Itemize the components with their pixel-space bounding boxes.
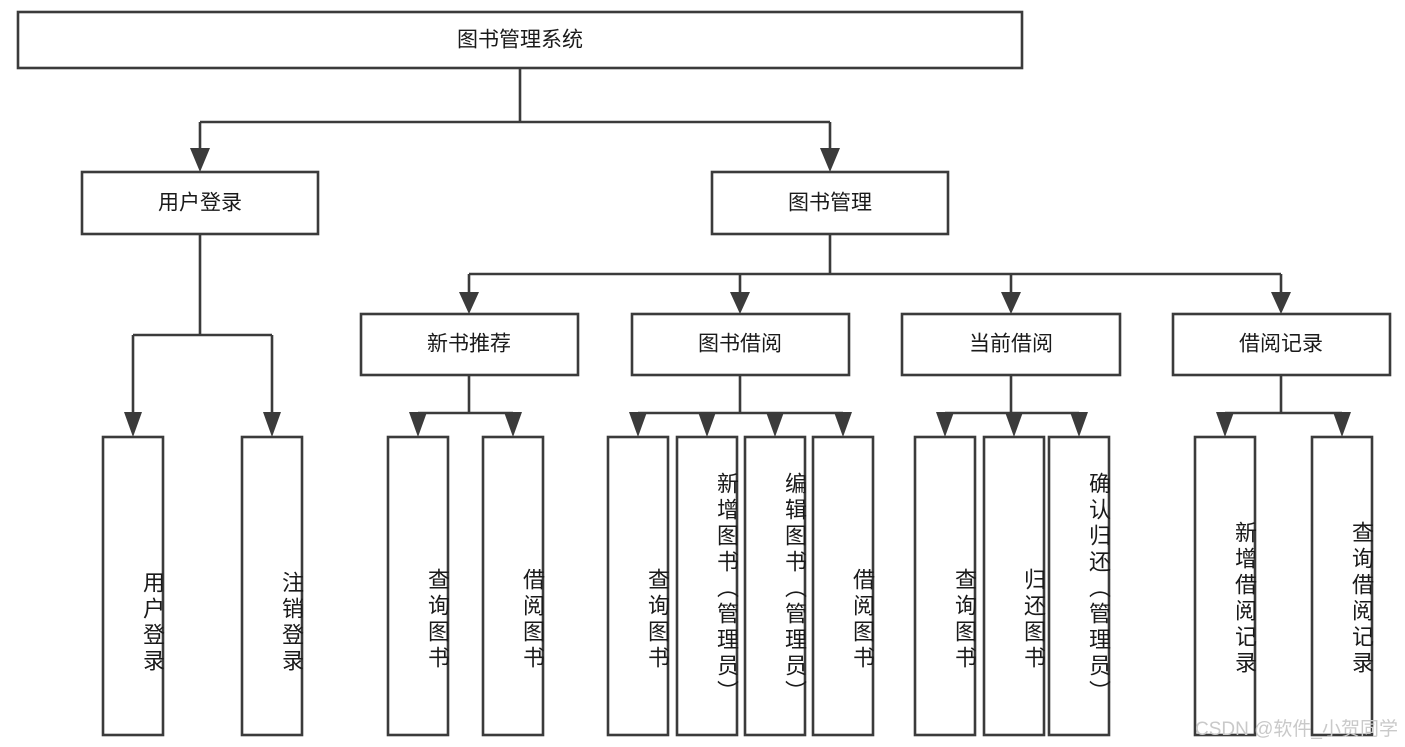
arrow-head-leaf-query-book-2 [629, 412, 647, 437]
node-new-book-rec-label: 新书推荐 [427, 333, 511, 356]
arrow-head-leaf-return-book [1005, 412, 1023, 437]
node-leaf-logout-box[interactable] [240, 435, 304, 737]
node-leaf-edit-book-box[interactable] [743, 435, 807, 737]
arrow-head-new-book-rec [459, 292, 479, 314]
node-leaf-query-book-3-box[interactable] [913, 435, 977, 737]
arrow-head-leaf-edit-book [766, 412, 784, 437]
node-book-manage-label: 图书管理 [788, 192, 872, 215]
node-leaf-query-record-label: 查询借阅记录 [1349, 520, 1374, 677]
node-book-borrow[interactable]: 图书借阅 [630, 312, 851, 377]
node-book-borrow-box[interactable] [630, 312, 851, 377]
connector-group-new-book-rec [409, 375, 522, 437]
node-leaf-borrow-book-2-box[interactable] [811, 435, 875, 737]
arrow-head-leaf-user-login [124, 412, 142, 437]
node-leaf-borrow-book-1-box[interactable] [481, 435, 545, 737]
arrow-head-leaf-add-record [1216, 412, 1234, 437]
csdn-watermark: CSDN @软件_小贺同学 [1195, 719, 1398, 740]
node-leaf-query-book-3-label: 查询图书 [952, 568, 977, 672]
arrow-head-leaf-borrow-book-2 [834, 412, 852, 437]
node-leaf-query-book-1-label: 查询图书 [425, 568, 450, 672]
node-leaf-query-record-box[interactable] [1310, 435, 1374, 737]
connector-group-book-borrow [629, 375, 852, 437]
node-leaf-confirm-return-box[interactable] [1047, 435, 1111, 737]
connector-group-current-borrow [936, 375, 1088, 437]
node-book-manage[interactable]: 图书管理 [710, 170, 950, 236]
node-leaf-borrow-book-2-label: 借阅图书 [850, 568, 875, 672]
node-leaf-add-record-box[interactable] [1193, 435, 1257, 737]
node-borrow-record[interactable]: 借阅记录 [1171, 312, 1392, 377]
node-book-manage-box[interactable] [710, 170, 950, 236]
arrow-head-leaf-query-book-3 [936, 412, 954, 437]
node-new-book-rec-box[interactable] [359, 312, 580, 377]
arrow-head-leaf-query-record [1333, 412, 1351, 437]
connector-group-user-login [124, 234, 281, 437]
node-leaf-logout-label: 注销登录 [279, 570, 304, 675]
connector-group-book-manage [459, 234, 1291, 314]
node-new-book-rec[interactable]: 新书推荐 [359, 312, 580, 377]
arrow-head-book-borrow [730, 292, 750, 314]
connector-group-root [190, 68, 840, 172]
node-user-login[interactable]: 用户登录 [80, 170, 320, 236]
node-leaf-return-book-label: 归还图书 [1021, 568, 1046, 672]
arrow-head-current-borrow [1001, 292, 1021, 314]
node-leaf-query-book-1-box[interactable] [386, 435, 450, 737]
arrow-head-leaf-query-book-1 [409, 412, 427, 437]
node-current-borrow[interactable]: 当前借阅 [900, 312, 1122, 377]
node-leaf-return-book-box[interactable] [982, 435, 1046, 737]
node-user-login-label: 用户登录 [158, 192, 242, 215]
node-borrow-record-box[interactable] [1171, 312, 1392, 377]
node-borrow-record-label: 借阅记录 [1239, 333, 1323, 356]
arrow-head-user-login [190, 148, 210, 172]
node-leaf-confirm-return-label: 确认归还（管理员） [1086, 472, 1111, 706]
arrow-head-leaf-logout [263, 412, 281, 437]
arrow-head-leaf-confirm-return [1070, 412, 1088, 437]
node-leaf-add-book-label: 新增图书（管理员） [714, 472, 739, 706]
node-leaf-borrow-book-1-label: 借阅图书 [520, 568, 545, 672]
node-leaf-user-login-box[interactable] [101, 435, 165, 737]
node-user-login-box[interactable] [80, 170, 320, 236]
arrow-head-leaf-add-book [698, 412, 716, 437]
node-leaf-query-book-2-label: 查询图书 [645, 568, 670, 672]
node-root-label: 图书管理系统 [457, 29, 583, 52]
node-book-borrow-label: 图书借阅 [698, 333, 782, 356]
arrow-head-borrow-record [1271, 292, 1291, 314]
node-leaf-user-login-label: 用户登录 [140, 570, 165, 675]
leaf-boxes [101, 435, 1374, 737]
node-leaf-edit-book-label: 编辑图书（管理员） [782, 472, 807, 706]
node-root[interactable]: 图书管理系统 [16, 10, 1024, 70]
node-current-borrow-label: 当前借阅 [969, 333, 1053, 356]
node-root-box[interactable] [16, 10, 1024, 70]
arrow-head-book-manage [820, 148, 840, 172]
connector-group-borrow-record [1216, 375, 1351, 437]
node-leaf-add-record-label: 新增借阅记录 [1232, 520, 1257, 677]
node-leaf-query-book-2-box[interactable] [606, 435, 670, 737]
node-leaf-add-book-box[interactable] [675, 435, 739, 737]
node-current-borrow-box[interactable] [900, 312, 1122, 377]
arrow-head-leaf-borrow-book-1 [504, 412, 522, 437]
